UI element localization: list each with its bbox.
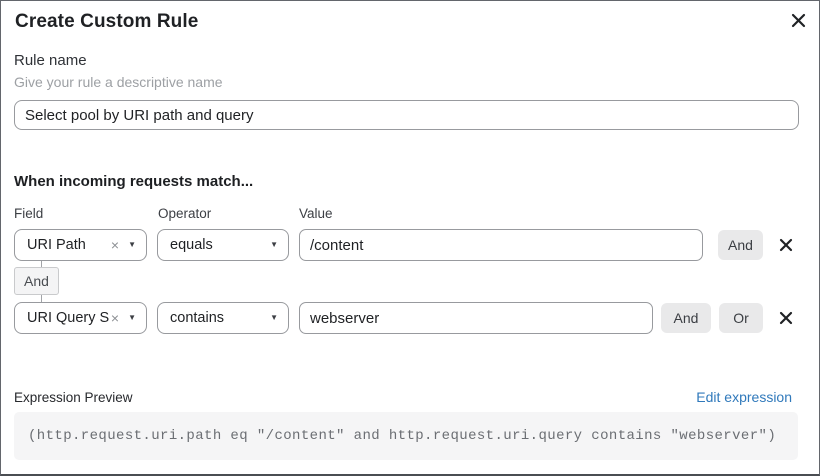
delete-condition-icon[interactable] xyxy=(774,306,798,330)
clear-selection-icon[interactable]: × xyxy=(110,310,120,326)
column-label-field: Field xyxy=(14,206,44,221)
condition-row-1: URI Path × ▼ equals ▼ And xyxy=(1,229,819,261)
expression-preview-label: Expression Preview xyxy=(14,390,133,405)
expression-preview-code: (http.request.uri.path eq "/content" and… xyxy=(14,412,798,460)
field-select-value: URI Path xyxy=(27,237,86,253)
and-connector-badge: And xyxy=(14,267,59,295)
add-and-condition-button[interactable]: And xyxy=(661,303,711,333)
column-label-value: Value xyxy=(299,206,333,221)
field-select[interactable]: URI Query St... × ▼ xyxy=(14,302,147,334)
add-or-condition-button[interactable]: Or xyxy=(719,303,763,333)
rule-name-hint: Give your rule a descriptive name xyxy=(14,74,223,90)
chevron-down-icon: ▼ xyxy=(270,240,278,249)
rule-name-input[interactable] xyxy=(14,100,799,130)
clear-selection-icon[interactable]: × xyxy=(110,237,120,253)
operator-select[interactable]: contains ▼ xyxy=(157,302,289,334)
operator-select-value: contains xyxy=(170,310,225,326)
condition-row-2: URI Query St... × ▼ contains ▼ And Or xyxy=(1,302,819,334)
chevron-down-icon: ▼ xyxy=(128,240,136,249)
value-input[interactable] xyxy=(299,302,653,334)
field-select-value: URI Query St... xyxy=(27,310,109,326)
match-section-heading: When incoming requests match... xyxy=(14,173,254,190)
close-icon[interactable] xyxy=(788,10,808,30)
connector-line-top xyxy=(41,261,42,267)
page-title: Create Custom Rule xyxy=(15,11,199,32)
chevron-down-icon: ▼ xyxy=(128,313,136,322)
delete-condition-icon[interactable] xyxy=(774,233,798,257)
rule-name-label: Rule name xyxy=(14,52,87,69)
operator-select-value: equals xyxy=(170,237,213,253)
operator-select[interactable]: equals ▼ xyxy=(157,229,289,261)
chevron-down-icon: ▼ xyxy=(270,313,278,322)
column-label-operator: Operator xyxy=(158,206,212,221)
add-and-condition-button[interactable]: And xyxy=(718,230,763,260)
field-select[interactable]: URI Path × ▼ xyxy=(14,229,147,261)
connector-line-bottom xyxy=(41,295,42,302)
value-input[interactable] xyxy=(299,229,703,261)
edit-expression-link[interactable]: Edit expression xyxy=(696,389,792,405)
